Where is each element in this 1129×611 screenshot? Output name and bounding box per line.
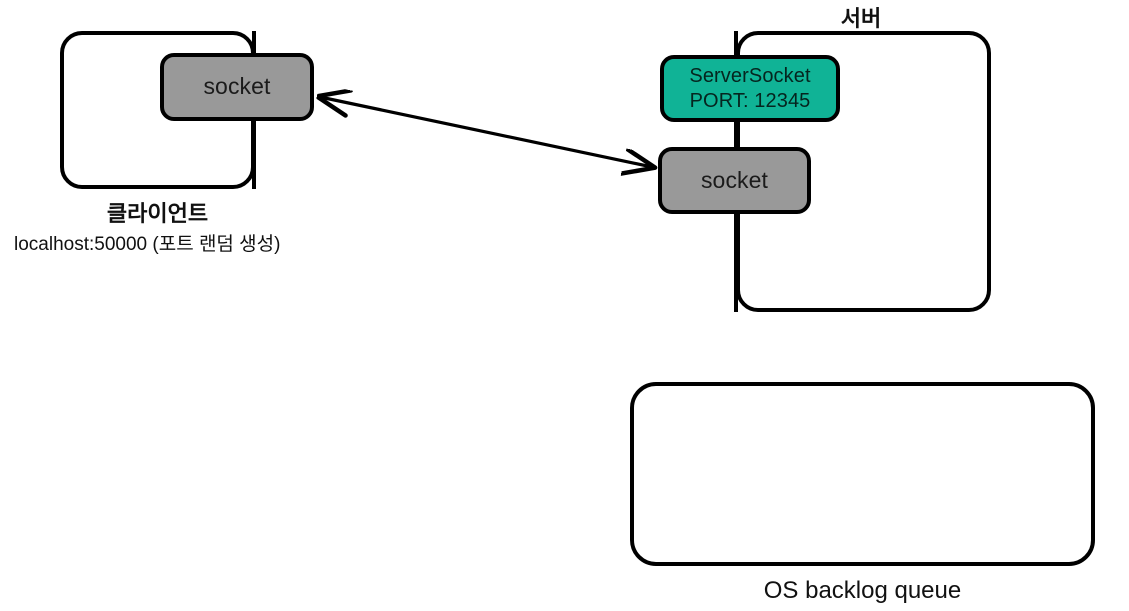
- client-socket-box[interactable]: socket: [160, 53, 314, 121]
- server-process-box[interactable]: [736, 31, 991, 312]
- server-socket-label: socket: [700, 166, 769, 193]
- server-socket-listener-name: ServerSocket: [689, 64, 811, 87]
- client-name-label: 클라이언트: [106, 201, 209, 226]
- server-socket-listener-port: PORT: 12345: [689, 89, 811, 112]
- server-name-label: 서버: [840, 6, 882, 31]
- server-socket-box[interactable]: socket: [658, 147, 811, 214]
- client-socket-label: socket: [203, 73, 271, 100]
- server-socket-listener-box[interactable]: ServerSocket PORT: 12345: [660, 55, 840, 122]
- client-server-connection-arrow: [320, 97, 652, 167]
- os-backlog-queue-label: OS backlog queue: [763, 577, 962, 604]
- client-address-label: localhost:50000 (포트 랜덤 생성): [14, 234, 281, 255]
- os-backlog-queue-box[interactable]: [630, 382, 1095, 566]
